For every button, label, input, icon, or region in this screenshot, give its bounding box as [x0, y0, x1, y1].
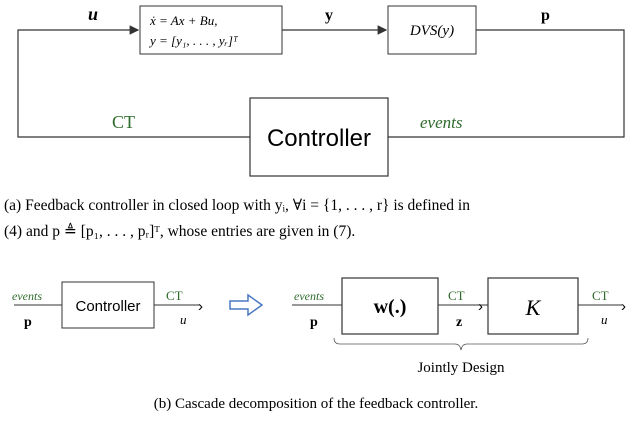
caption-a-line2: (4) and p ≜ [p₁, . . . , pᵣ]ᵀ, whose ent… [4, 222, 355, 240]
y-label: y [325, 7, 333, 24]
jointly-design-label: Jointly Design [417, 360, 505, 376]
controller-box [249, 97, 389, 177]
cascade-left: Controller › events p CT u [12, 281, 203, 330]
ct-label: CT [112, 112, 135, 132]
cascade-right: w(.) › K › events p CT z CT u Jointly De… [292, 277, 626, 376]
plant-box [139, 5, 283, 55]
p-label: p [541, 7, 550, 24]
caption-a-line1: (a) Feedback controller in closed loop w… [4, 197, 470, 214]
left-controller-label: Controller [75, 298, 140, 315]
plant-equation-1: ẋ = Ax + Bu, [149, 13, 217, 28]
left-u-label: u [180, 312, 187, 327]
right-u-label: u [601, 312, 608, 327]
k-label: K [525, 295, 542, 320]
left-controller-box [61, 281, 155, 329]
loop-line-right [388, 29, 625, 138]
loop-line-left [17, 25, 250, 138]
plant-equation-2: y = [y₁, . . . , yᵣ]ᵀ [148, 33, 239, 48]
u-label: u [88, 4, 98, 24]
transform-arrow-icon [229, 293, 264, 317]
w-label: w(.) [374, 296, 407, 318]
ct2-label: CT [592, 288, 609, 303]
right-output-arrow: › [621, 298, 626, 315]
dvs-label: DVS(y) [409, 23, 454, 39]
k-box [487, 277, 579, 335]
right-events-label: events [294, 289, 324, 303]
ct1-label: CT [448, 288, 465, 303]
left-ct-label: CT [166, 288, 183, 303]
dvs-box [387, 5, 477, 55]
z-label: z [456, 315, 462, 330]
left-events-label: events [12, 289, 42, 303]
top-feedback-loop: ẋ = Ax + Bu, y = [y₁, . . . , yᵣ]ᵀ DVS(y… [17, 4, 625, 177]
jointly-design-brace [333, 337, 589, 351]
events-label: events [420, 113, 463, 132]
left-output-arrow: › [198, 298, 203, 315]
w-to-k-arrow: › [478, 298, 483, 315]
caption-b: (b) Cascade decomposition of the feedbac… [154, 396, 478, 412]
right-p-label: p [310, 315, 318, 330]
controller-label: Controller [267, 125, 371, 152]
left-p-label: p [24, 315, 32, 330]
w-box [341, 277, 439, 335]
